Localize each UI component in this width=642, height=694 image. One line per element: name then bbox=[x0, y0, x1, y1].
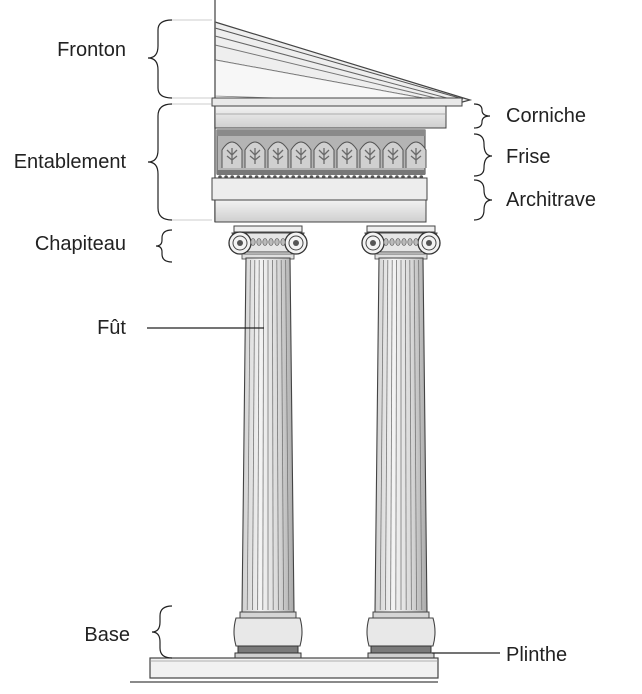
brace-base bbox=[151, 605, 173, 659]
column-flute bbox=[271, 259, 274, 611]
frieze-leaf bbox=[387, 148, 399, 164]
column-flute bbox=[276, 259, 279, 611]
brace-architrave bbox=[473, 179, 493, 221]
stylobate bbox=[130, 657, 439, 683]
annotation-marks bbox=[147, 19, 500, 659]
base-scotia bbox=[370, 645, 432, 654]
capital-egg bbox=[268, 238, 274, 246]
capital-abacus bbox=[366, 225, 436, 233]
column-flute bbox=[262, 259, 265, 611]
capital-egg bbox=[256, 238, 262, 246]
capital-volute-eye bbox=[293, 240, 299, 246]
label-fronton: Fronton bbox=[57, 39, 126, 61]
column-flute bbox=[409, 259, 412, 611]
cornice bbox=[211, 97, 463, 129]
frieze-ornament bbox=[221, 141, 427, 168]
column-flute bbox=[395, 259, 398, 611]
brace-corniche bbox=[473, 103, 491, 129]
plinth-block bbox=[367, 652, 435, 659]
brace-entablement bbox=[147, 103, 173, 221]
capital-egg bbox=[407, 238, 413, 246]
column-flute bbox=[285, 259, 290, 611]
frieze-leaf bbox=[341, 148, 353, 164]
frieze-leaf bbox=[364, 148, 376, 164]
frieze-leaf bbox=[272, 148, 284, 164]
frieze-leaf bbox=[249, 148, 261, 164]
label-architrave: Architrave bbox=[506, 189, 596, 211]
labels: Fronton Entablement Chapiteau Fût Base C… bbox=[14, 39, 596, 666]
capital-egg bbox=[413, 238, 419, 246]
brace-chapiteau bbox=[155, 229, 173, 263]
capital-egg bbox=[395, 238, 401, 246]
column-flute bbox=[385, 259, 389, 611]
base-fillet bbox=[372, 611, 430, 619]
architrave bbox=[211, 177, 428, 223]
capital-volute-ring bbox=[365, 235, 381, 251]
frieze-leaf bbox=[318, 148, 330, 164]
capital-abacus bbox=[233, 225, 303, 233]
base-torus bbox=[366, 617, 436, 647]
column-flute bbox=[413, 259, 417, 611]
base-fillet bbox=[239, 611, 297, 619]
base-torus bbox=[233, 617, 303, 647]
capital-egg bbox=[274, 238, 280, 246]
capital-egg bbox=[401, 238, 407, 246]
frieze-leaf bbox=[295, 148, 307, 164]
column-flute bbox=[418, 259, 423, 611]
capital-egg bbox=[280, 238, 286, 246]
label-fut: Fût bbox=[97, 317, 126, 339]
capital-volute-eye bbox=[426, 240, 432, 246]
brace-frise bbox=[473, 133, 493, 177]
label-corniche: Corniche bbox=[506, 105, 586, 127]
label-frise: Frise bbox=[506, 146, 550, 168]
column-flute bbox=[379, 259, 384, 611]
column-flute bbox=[257, 259, 260, 611]
label-entablement: Entablement bbox=[14, 151, 127, 173]
capital-volute-ring bbox=[421, 235, 437, 251]
column-flute bbox=[390, 259, 393, 611]
column-right bbox=[361, 225, 441, 659]
capital-volute-eye bbox=[237, 240, 243, 246]
column-flute bbox=[404, 259, 407, 611]
frieze-leaf bbox=[226, 148, 238, 164]
frieze bbox=[216, 129, 427, 179]
column-flute bbox=[280, 259, 284, 611]
capital-volute-ring bbox=[232, 235, 248, 251]
column-left bbox=[228, 225, 308, 659]
column-flute bbox=[252, 259, 256, 611]
capital-egg bbox=[389, 238, 395, 246]
capital-egg bbox=[383, 238, 389, 246]
column-flute bbox=[246, 259, 251, 611]
brace-fronton bbox=[147, 19, 173, 99]
capital-egg bbox=[262, 238, 268, 246]
label-chapiteau: Chapiteau bbox=[35, 233, 126, 255]
label-base: Base bbox=[84, 624, 130, 646]
capital-egg bbox=[250, 238, 256, 246]
base-scotia bbox=[237, 645, 299, 654]
plinth-block bbox=[234, 652, 302, 659]
capital-volute-ring bbox=[288, 235, 304, 251]
label-plinthe: Plinthe bbox=[506, 644, 567, 666]
frieze-leaf bbox=[410, 148, 422, 164]
capital-volute-eye bbox=[370, 240, 376, 246]
pediment bbox=[214, 0, 473, 222]
